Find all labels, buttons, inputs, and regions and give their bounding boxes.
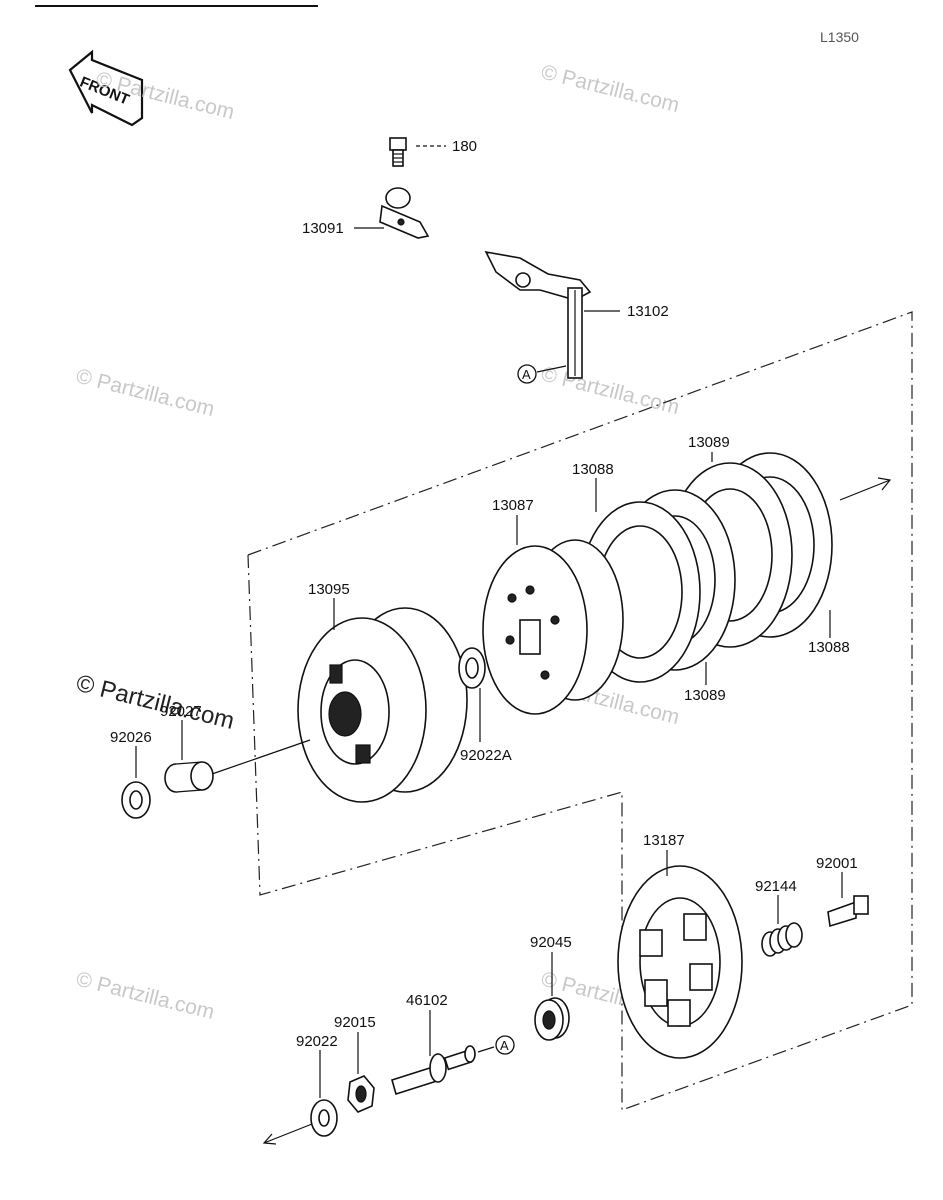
sleeve-92027-icon (164, 761, 214, 793)
part-label-92027: 92027 (160, 703, 202, 720)
clutch-hub-13087-icon (482, 539, 624, 715)
part-label-13091: 13091 (302, 220, 344, 237)
callout-a-marker: A (517, 364, 537, 384)
assembly-boundary-upper (247, 311, 913, 1111)
bolt-92001-icon (827, 895, 869, 928)
washer-92022-icon (310, 1099, 338, 1137)
front-arrow-icon: FRONT (68, 49, 144, 127)
watermark: © Partzilla.com (539, 363, 682, 420)
part-label-13095: 13095 (308, 581, 350, 598)
nut-92015-icon (347, 1075, 375, 1113)
svg-text:A: A (522, 367, 531, 382)
bolt-180-icon (389, 137, 407, 167)
reference-code: L1350 (820, 29, 859, 45)
part-label-13089-top: 13089 (688, 434, 730, 451)
pressure-plate-13187-icon (617, 865, 743, 1059)
part-label-13088-bottom: 13088 (808, 639, 850, 656)
clutch-housing-13095-icon (297, 607, 468, 803)
part-label-13087: 13087 (492, 497, 534, 514)
svg-text:A: A (500, 1038, 509, 1053)
part-label-13089-bottom: 13089 (684, 687, 726, 704)
push-rod-46102-icon (391, 1045, 476, 1096)
bearing-92045-icon (534, 997, 570, 1041)
part-label-13102: 13102 (627, 303, 669, 320)
part-label-180: 180 (452, 138, 477, 155)
part-label-13088-top: 13088 (572, 461, 614, 478)
part-label-92026: 92026 (110, 729, 152, 746)
watermark: © Partzilla.com (74, 365, 217, 422)
part-label-92001: 92001 (816, 855, 858, 872)
spring-92144-icon (761, 922, 803, 957)
release-shaft-13102-icon (484, 250, 592, 379)
washer-92022a-icon (458, 647, 486, 689)
bracket-13091-icon (379, 187, 430, 239)
washer-92026-icon (121, 781, 151, 819)
part-label-92022a: 92022A (460, 747, 512, 764)
watermark: © Partzilla.com (74, 670, 237, 735)
part-label-92015: 92015 (334, 1014, 376, 1031)
watermark: © Partzilla.com (74, 968, 217, 1025)
callout-a-marker: A (495, 1035, 515, 1055)
part-label-13187: 13187 (643, 832, 685, 849)
part-label-46102: 46102 (406, 992, 448, 1009)
part-label-92022: 92022 (296, 1033, 338, 1050)
part-label-92144: 92144 (755, 878, 797, 895)
part-label-92045: 92045 (530, 934, 572, 951)
watermark: © Partzilla.com (539, 61, 682, 118)
